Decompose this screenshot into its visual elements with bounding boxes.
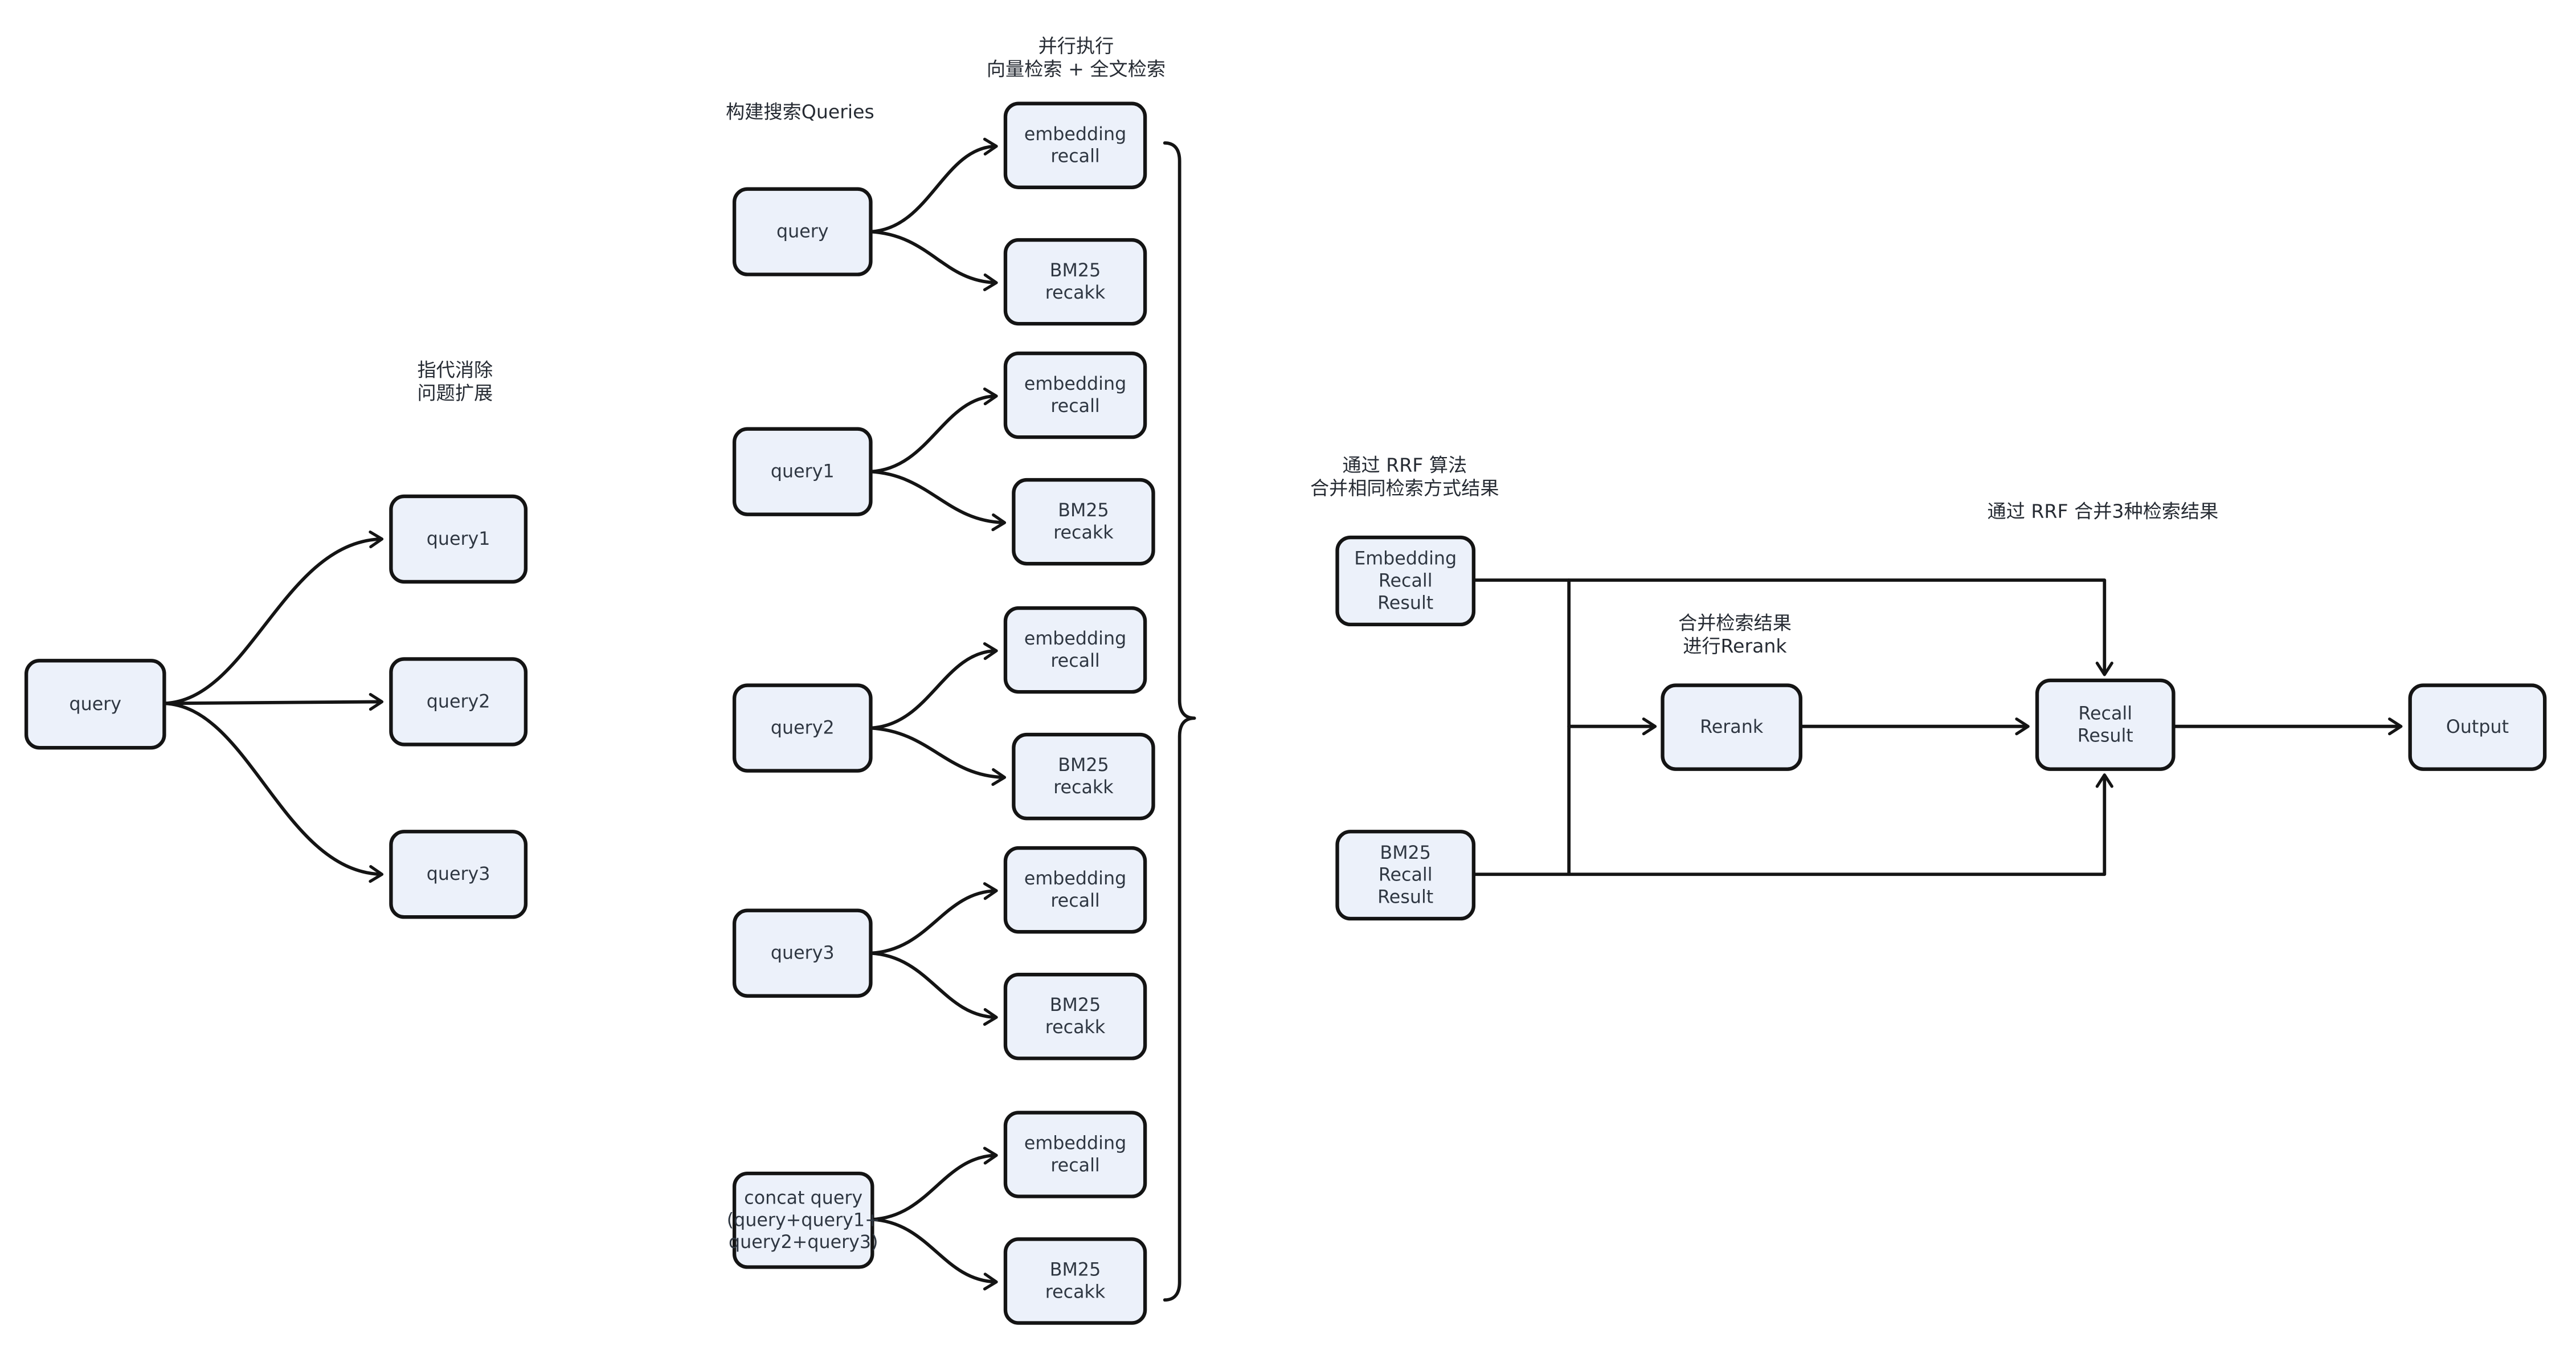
- node-box-query-source: [24, 659, 166, 750]
- node-label-search-query3: query3: [771, 943, 835, 964]
- edge-gather-brace: [1163, 141, 1196, 1302]
- edge-squery2-to-embedding3: [869, 642, 998, 730]
- node-box-search-query: [732, 187, 873, 276]
- coref-expansion-label: 指代消除问题扩展: [418, 358, 493, 403]
- node-query3-expanded: query3: [389, 830, 528, 919]
- node-query-source: query: [24, 659, 166, 750]
- node-box-search-query1: [732, 427, 873, 516]
- node-query2-expanded: query2: [389, 657, 528, 747]
- edge-concat-to-bm25-5: [870, 1217, 998, 1291]
- rrf-merge-same-label: 通过 RRF 算法合并相同检索方式结果: [1310, 454, 1499, 499]
- node-box-query2-expanded: [389, 657, 528, 747]
- node-label-output: Output: [2446, 717, 2509, 737]
- node-label-search-query2: query2: [771, 718, 835, 739]
- edge-squery3-to-embedding4: [869, 882, 998, 955]
- node-search-query2: query2: [732, 683, 873, 773]
- node-box-bm25-recall-1: [1003, 238, 1147, 326]
- node-box-bm25-recall-3: [1012, 732, 1155, 821]
- edge-squery-to-bm25-1: [869, 230, 998, 291]
- edge-query-to-query3: [162, 702, 384, 883]
- node-box-embedding-recall-3: [1003, 606, 1147, 694]
- node-search-query3: query3: [732, 908, 873, 998]
- node-box-bm25-recall-5: [1003, 1237, 1147, 1325]
- merge-rerank-label: 合并检索结果进行Rerank: [1678, 612, 1792, 657]
- node-box-bm25-recall-result: [1335, 830, 1476, 921]
- node-box-bm25-recall-2: [1012, 478, 1155, 566]
- node-box-output: [2408, 683, 2547, 771]
- node-box-embedding-recall-4: [1003, 846, 1147, 934]
- edge-squery-to-embedding1: [869, 137, 998, 234]
- edge-concat-to-embedding5: [870, 1147, 998, 1221]
- node-box-recall-result: [2035, 678, 2176, 771]
- node-box-query3-expanded: [389, 830, 528, 919]
- node-label-rerank: Rerank: [1700, 717, 1764, 737]
- node-search-query: query: [732, 187, 873, 276]
- node-label-query1-expanded: query1: [427, 529, 490, 549]
- edges-layer: [162, 137, 2403, 1302]
- node-box-rerank: [1661, 683, 1802, 771]
- node-box-embedding-recall-1: [1003, 101, 1147, 189]
- node-box-query1-expanded: [389, 494, 528, 584]
- edge-squery1-to-embedding2: [869, 388, 998, 474]
- edge-embres-to-recallresult-top: [1471, 578, 2113, 676]
- edge-query-to-query2: [162, 692, 384, 711]
- rrf-merge-three-label: 通过 RRF 合并3种检索结果: [1988, 500, 2219, 522]
- node-label-query2-expanded: query2: [427, 691, 490, 712]
- node-box-concat-query: [732, 1171, 874, 1269]
- node-concat-query: concat query(query+query1+query2+query3): [727, 1171, 880, 1269]
- node-box-bm25-recall-4: [1003, 972, 1147, 1061]
- node-rerank: Rerank: [1661, 683, 1802, 771]
- node-output: Output: [2408, 683, 2547, 771]
- edge-query-to-query1: [162, 531, 384, 705]
- build-queries-label: 构建搜索Queries: [726, 101, 874, 123]
- node-box-search-query3: [732, 908, 873, 998]
- edge-squery2-to-bm25-3: [869, 726, 1007, 786]
- edge-squery1-to-bm25-2: [869, 470, 1007, 532]
- node-search-query1: query1: [732, 427, 873, 516]
- parallel-exec-label: 并行执行向量检索 + 全文检索: [987, 35, 1166, 80]
- node-box-embedding-recall-result: [1335, 535, 1476, 627]
- node-label-search-query1: query1: [771, 462, 835, 482]
- node-label-search-query: query: [776, 222, 829, 242]
- node-label-query3-expanded: query3: [427, 864, 490, 884]
- edge-bm25res-to-recallresult-bottom: [1471, 773, 2113, 876]
- edge-squery3-to-bm25-4: [869, 951, 998, 1026]
- node-box-embedding-recall-5: [1003, 1111, 1147, 1198]
- node-box-embedding-recall-2: [1003, 351, 1147, 439]
- node-box-search-query2: [732, 683, 873, 773]
- node-label-query-source: query: [69, 694, 121, 715]
- node-label-concat-query: concat query(query+query1+query2+query3): [727, 1188, 880, 1253]
- nodes-layer: query query1 query2 query3 query query1 query2…: [24, 101, 2547, 1325]
- node-query1-expanded: query1: [389, 494, 528, 584]
